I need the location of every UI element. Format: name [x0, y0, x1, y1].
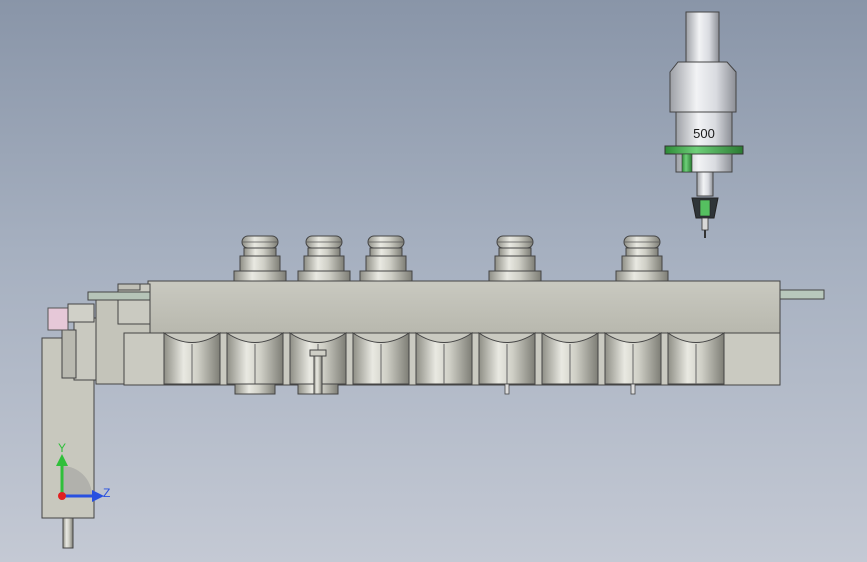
pick-nozzle[interactable]: 500 [664, 11, 744, 238]
socket-row [163, 332, 725, 395]
stand-nozzle[interactable] [297, 235, 351, 282]
socket [478, 332, 536, 395]
socket [163, 332, 221, 385]
socket [541, 332, 599, 385]
socket [226, 332, 284, 395]
stand-nozzle[interactable] [488, 235, 542, 282]
left-bracket[interactable] [41, 303, 99, 549]
y-axis-label: Y [58, 441, 66, 455]
socket [352, 332, 410, 385]
nozzle-green-ring [664, 145, 744, 155]
coordinate-triad: Y Z [56, 441, 110, 502]
stand-nozzle-row [233, 235, 669, 282]
stand-nozzle[interactable] [615, 235, 669, 282]
z-axis-label: Z [103, 486, 110, 500]
socket [604, 332, 662, 395]
nozzle-label: 500 [693, 126, 715, 141]
stand-nozzle[interactable] [359, 235, 413, 282]
socket [667, 332, 725, 385]
pink-clamp [47, 307, 69, 331]
x-axis-dot [58, 492, 66, 500]
socket [415, 332, 473, 385]
bracket-pin [62, 517, 74, 549]
right-plate [779, 289, 825, 300]
socket [289, 332, 347, 395]
left-plate [87, 291, 151, 301]
stand-nozzle[interactable] [233, 235, 287, 282]
